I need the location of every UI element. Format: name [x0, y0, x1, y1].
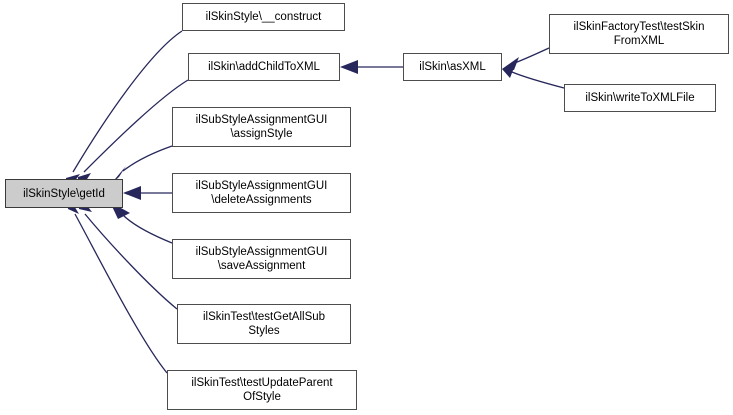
graph-node-testUpdateParentOfStyle[interactable]: ilSkinTest\testUpdateParent OfStyle: [167, 370, 357, 410]
graph-node-label: ilSkinTest\testGetAllSub Styles: [202, 311, 326, 337]
graph-node-label: ilSkinFactoryTest\testSkin FromXML: [573, 21, 705, 47]
graph-node-testSkinFromXML[interactable]: ilSkinFactoryTest\testSkin FromXML: [549, 14, 729, 54]
graph-node-label: ilSubStyleAssignmentGUI \deleteAssignmen…: [195, 180, 328, 206]
graph-edge-testSkinFromXML-to-asXML: [502, 47, 550, 70]
graph-node-testGetAllSubStyles[interactable]: ilSkinTest\testGetAllSub Styles: [177, 304, 351, 344]
graph-node-writeToXMLFile[interactable]: ilSkin\writeToXMLFile: [564, 84, 716, 112]
graph-node-label: ilSkin\writeToXMLFile: [585, 92, 695, 104]
graph-node-assignStyle[interactable]: ilSubStyleAssignmentGUI \assignStyle: [172, 107, 351, 147]
arrowhead-icon: [123, 186, 141, 200]
graph-edge-testUpdateParentOfStyle-to-getId: [67, 194, 168, 374]
graph-node-label: ilSkin\asXML: [419, 61, 486, 73]
graph-node-addChildToXML[interactable]: ilSkin\addChildToXML: [188, 53, 340, 81]
graph-node-label: ilSkinStyle\__construct: [205, 11, 322, 23]
arrowhead-icon: [340, 60, 358, 74]
graph-edge-saveAssignment-to-getId: [110, 202, 173, 244]
graph-edge-deleteAssignments-to-getId: [123, 186, 172, 200]
graph-node-construct[interactable]: ilSkinStyle\__construct: [182, 3, 345, 31]
graph-node-label: ilSubStyleAssignmentGUI \assignStyle: [195, 114, 328, 140]
graph-node-asXML[interactable]: ilSkin\asXML: [403, 53, 502, 81]
graph-node-label: ilSkinStyle\getId: [23, 187, 105, 200]
graph-node-saveAssignment[interactable]: ilSubStyleAssignmentGUI \saveAssignment: [172, 239, 351, 279]
graph-edge-testGetAllSubStyles-to-getId: [78, 194, 178, 310]
graph-node-label: ilSubStyleAssignmentGUI \saveAssignment: [195, 246, 328, 272]
graph-edge-asXML-to-addChildToXML: [340, 60, 403, 74]
graph-node-deleteAssignments[interactable]: ilSubStyleAssignmentGUI \deleteAssignmen…: [172, 173, 351, 213]
arrowhead-icon: [502, 65, 515, 78]
graph-edge-writeToXMLFile-to-asXML: [502, 65, 565, 89]
graph-node-label: ilSkin\addChildToXML: [208, 61, 320, 73]
graph-node-getId: ilSkinStyle\getId: [5, 179, 123, 208]
graph-node-label: ilSkinTest\testUpdateParent OfStyle: [191, 377, 333, 403]
arrowhead-icon: [502, 57, 519, 70]
